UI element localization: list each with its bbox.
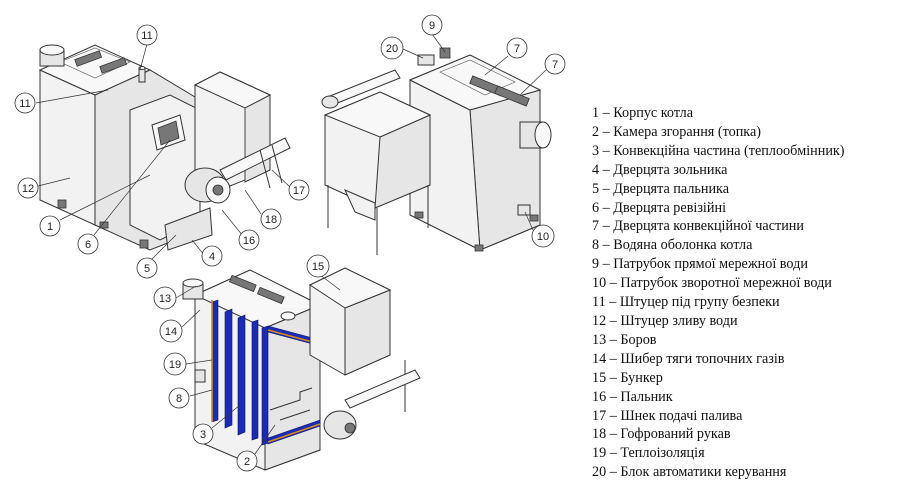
legend-item: 15 – Бункер [592, 369, 663, 386]
legend-item: 20 – Блок автоматики керування [592, 464, 787, 481]
callout-7: 7 [544, 53, 566, 75]
svg-text:8: 8 [176, 393, 182, 405]
parts-legend: 1 – Корпус котла 2 – Камера згорання (то… [592, 104, 845, 482]
callout-6: 6 [77, 233, 99, 255]
callout-17: 17 [288, 179, 310, 201]
legend-item: 6 – Дверцята ревізійні [592, 199, 727, 216]
svg-text:9: 9 [429, 20, 435, 32]
legend-item: 4 – Дверцята зольника [592, 161, 728, 178]
callout-8: 8 [168, 387, 190, 409]
legend-item: 7 – Дверцята конвекційної частини [592, 218, 804, 235]
svg-text:7: 7 [552, 59, 558, 71]
callout-2: 2 [236, 450, 258, 472]
callout-9: 9 [421, 14, 443, 36]
svg-text:20: 20 [386, 43, 398, 55]
svg-text:13: 13 [159, 293, 171, 305]
legend-item: 18 – Гофрований рукав [592, 426, 731, 443]
callout-11: 11 [14, 92, 36, 114]
callout-13: 13 [153, 286, 177, 310]
svg-text:12: 12 [22, 183, 34, 195]
callout-12: 12 [17, 177, 39, 199]
svg-text:6: 6 [85, 239, 91, 251]
legend-item: 11 – Штуцер під групу безпеки [592, 294, 780, 311]
legend-item: 14 – Шибер тяги топочних газів [592, 350, 785, 367]
legend-item: 2 – Камера згорання (топка) [592, 123, 762, 140]
legend-item: 12 – Штуцер зливу води [592, 312, 738, 329]
boiler-front-view [38, 44, 291, 251]
legend-item: 1 – Корпус котла [592, 105, 694, 121]
callout-18: 18 [260, 208, 282, 230]
callout-4: 4 [201, 245, 223, 267]
svg-text:15: 15 [312, 261, 324, 273]
legend-item: 9 – Патрубок прямої мережної води [592, 256, 808, 273]
callout-3: 3 [192, 423, 214, 445]
legend-item: 10 – Патрубок зворотної мережної води [592, 275, 832, 292]
boiler-rear-view [321, 47, 552, 255]
svg-text:11: 11 [19, 98, 30, 110]
legend-item: 17 – Шнек подачі палива [592, 407, 743, 424]
callout-7: 7 [506, 37, 528, 59]
svg-text:4: 4 [209, 251, 215, 263]
callout-10: 10 [531, 224, 555, 248]
legend-item: 13 – Боров [592, 331, 657, 348]
svg-text:14: 14 [165, 326, 177, 338]
legend-item: 8 – Водяна оболонка котла [592, 237, 753, 254]
svg-text:11: 11 [141, 30, 152, 42]
callout-1: 1 [39, 215, 61, 237]
callout-14: 14 [159, 319, 183, 343]
legend-item: 3 – Конвекційна частина (теплообмінник) [592, 142, 845, 159]
svg-text:1: 1 [47, 221, 53, 233]
svg-text:3: 3 [200, 429, 206, 441]
legend-item: 16 – Пальник [592, 388, 673, 405]
callout-16: 16 [238, 229, 260, 251]
legend-item: 19 – Теплоізоляція [592, 445, 705, 462]
callout-15: 15 [306, 254, 330, 278]
callout-20: 20 [380, 36, 404, 60]
legend-item: 5 – Дверцята пальника [592, 180, 730, 197]
svg-text:7: 7 [514, 43, 520, 55]
svg-text:16: 16 [243, 235, 255, 247]
callout-5: 5 [136, 257, 158, 279]
svg-text:10: 10 [537, 231, 549, 243]
svg-text:2: 2 [244, 456, 250, 468]
callout-19: 19 [163, 352, 187, 376]
boiler-section-view [182, 267, 421, 471]
svg-text:17: 17 [293, 185, 305, 197]
svg-text:19: 19 [169, 359, 181, 371]
svg-text:5: 5 [144, 263, 150, 275]
callout-11: 11 [136, 24, 158, 46]
leader-lines [35, 33, 547, 455]
svg-text:18: 18 [265, 214, 277, 226]
